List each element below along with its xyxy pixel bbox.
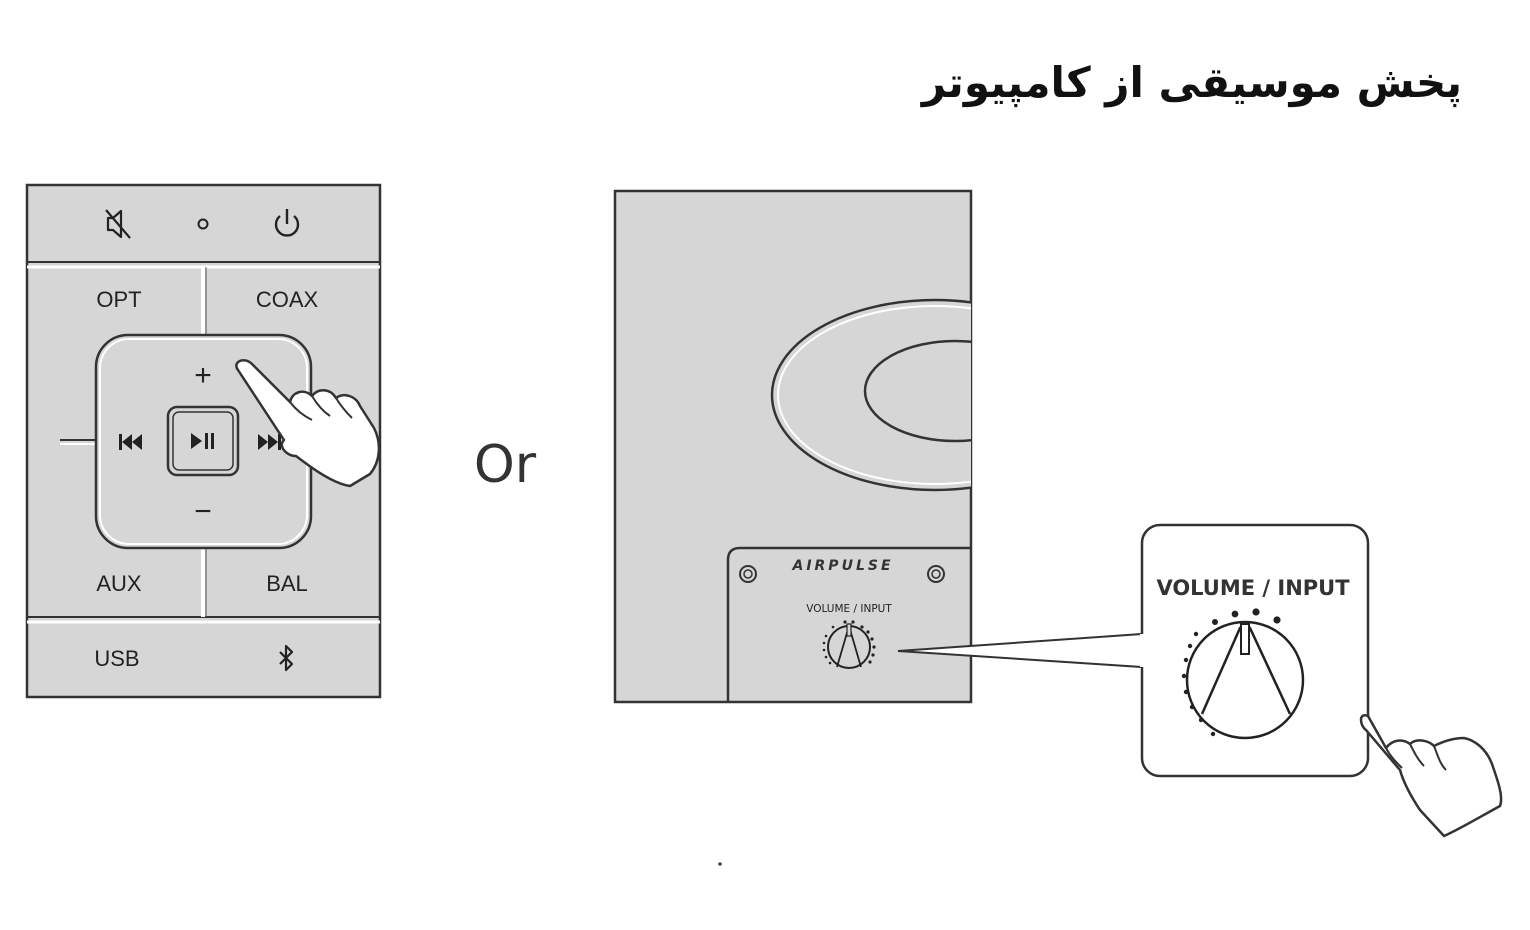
screw-right-icon (927, 565, 945, 583)
pointing-hand-icon (235, 359, 381, 488)
led-indicator-icon (197, 218, 209, 230)
or-separator: Or (474, 435, 537, 495)
knob-callout: VOLUME / INPUT (897, 523, 1503, 838)
bal-button[interactable]: BAL (266, 571, 308, 596)
usb-button[interactable]: USB (94, 646, 139, 671)
power-icon[interactable] (274, 209, 300, 237)
coax-button[interactable]: COAX (256, 287, 319, 312)
play-pause-button[interactable] (166, 405, 240, 477)
volume-down-button[interactable]: − (194, 495, 212, 528)
navigation-pad: + − (94, 333, 313, 550)
next-track-icon[interactable] (258, 434, 281, 450)
speaker: AIRPULSE VOLUME / INPUT (613, 189, 973, 704)
remote-control: OPT COAX AUX BAL USB + − (25, 183, 382, 699)
aux-button[interactable]: AUX (96, 571, 142, 596)
callout-knob-label: VOLUME / INPUT (1156, 576, 1350, 600)
speaker-knob-label: VOLUME / INPUT (806, 603, 892, 615)
previous-track-icon[interactable] (119, 434, 142, 450)
mute-icon[interactable] (105, 209, 131, 239)
brand-logo: AIRPULSE (791, 558, 893, 574)
page-title: پخش موسیقی از کامپیوتر (921, 58, 1462, 107)
play-pause-icon (191, 433, 214, 449)
bluetooth-icon[interactable] (279, 644, 294, 672)
volume-input-knob[interactable] (1181, 608, 1305, 740)
volume-up-button[interactable]: + (194, 359, 212, 392)
screw-left-icon (739, 565, 757, 583)
turning-hand-icon (1359, 714, 1503, 838)
speaker-volume-knob[interactable] (822, 620, 876, 669)
opt-button[interactable]: OPT (96, 287, 141, 312)
stray-dot (718, 862, 722, 866)
woofer-cone (863, 339, 971, 443)
